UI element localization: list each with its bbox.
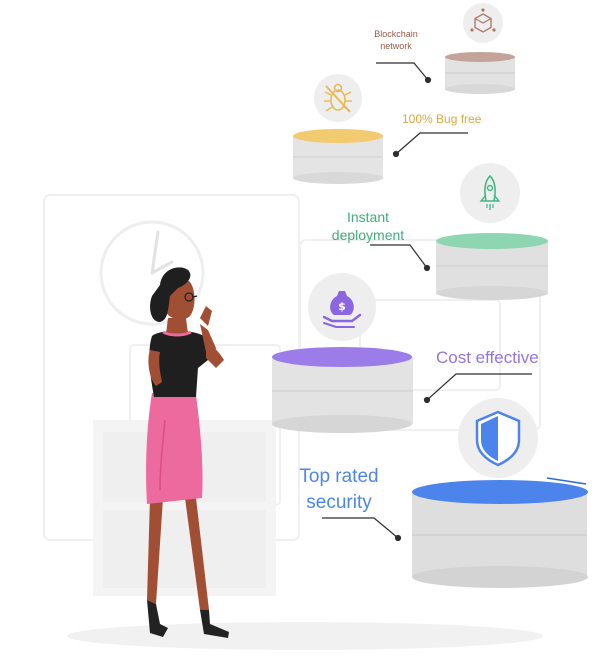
instant-deployment-disk <box>436 233 548 300</box>
crossed-bug-icon <box>314 74 362 122</box>
security-disk <box>412 477 588 588</box>
instant-deployment-label: Instant deployment <box>331 209 405 243</box>
blockchain-disk <box>445 52 515 94</box>
woman-figure <box>146 267 229 638</box>
bug-free-label: 100% Bug free <box>402 112 482 126</box>
cost-effective-disk-top <box>272 347 412 367</box>
top-rated-security-label: Top rated security <box>299 466 379 513</box>
bug-free-disk-top <box>293 129 383 143</box>
instant-deployment-disk-top <box>436 233 548 249</box>
floor-shadow <box>67 622 543 650</box>
security-disk-top <box>412 480 588 504</box>
money-bag-hand-icon: $ <box>308 273 376 341</box>
svg-text:$: $ <box>338 300 346 313</box>
blockchain-disk-top <box>445 52 515 62</box>
rocket-icon <box>460 163 520 223</box>
bug-free-disk <box>293 129 383 184</box>
blockchain-network-label: Blockchain network <box>374 29 418 51</box>
connector-lines <box>322 62 532 542</box>
cost-effective-label: Cost effective <box>436 348 539 367</box>
shield-icon <box>458 398 538 478</box>
cost-effective-disk <box>272 347 413 433</box>
cube-network-icon <box>463 3 503 43</box>
